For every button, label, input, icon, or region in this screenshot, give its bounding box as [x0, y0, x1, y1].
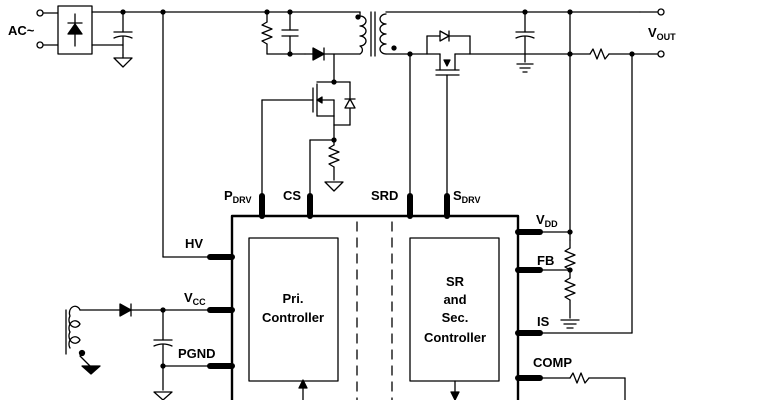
- pin-label-fb: FB: [537, 253, 554, 268]
- pin-label-cs: CS: [283, 188, 301, 203]
- junction-dot: [120, 9, 126, 15]
- junction-dot: [287, 51, 293, 57]
- secondary-block-line1: SR: [446, 274, 465, 289]
- transformer-dot-primary: [355, 14, 361, 20]
- ac-terminal-bottom: [36, 41, 44, 49]
- junction-dot: [264, 9, 270, 15]
- vout-terminal-bottom: [657, 50, 665, 58]
- auxiliary-winding: [65, 303, 211, 375]
- output-capacitor: [515, 11, 535, 73]
- isolation-barrier: [356, 221, 393, 400]
- junction-dot: [160, 307, 166, 313]
- internal-arrows: [298, 379, 460, 400]
- ic-pins: [207, 193, 543, 381]
- primary-controller-block: [248, 237, 339, 382]
- ac-input-terminals: [39, 12, 59, 46]
- secondary-block-line2: and: [443, 292, 466, 307]
- feedback-divider: [539, 11, 580, 329]
- junction-dot: [160, 9, 166, 15]
- pin-label-vcc: VCC: [184, 290, 206, 307]
- hv-connection-wire: [162, 11, 211, 258]
- secondary-rectifier-mosfet: [385, 11, 641, 197]
- bridge-rectifier: [57, 5, 93, 55]
- ac-input-label: AC~: [8, 23, 35, 38]
- controller-ic: [230, 214, 520, 400]
- bulk-capacitor: [91, 11, 133, 56]
- primary-block-line1: Pri.: [283, 291, 304, 306]
- junction-dot: [567, 229, 573, 235]
- vout-terminal-top: [657, 8, 665, 16]
- primary-block-line2: Controller: [262, 310, 324, 325]
- pin-label-is: IS: [537, 314, 550, 329]
- comp-network: [539, 372, 626, 400]
- junction-dot: [407, 51, 413, 57]
- secondary-block-line3: Sec.: [442, 310, 469, 325]
- current-sense-resistor: [309, 124, 344, 197]
- pin-label-comp: COMP: [533, 355, 572, 370]
- pin-label-pgnd: PGND: [178, 346, 216, 361]
- junction-dot: [629, 51, 635, 57]
- pin-label-vdd: VDD: [536, 212, 558, 229]
- pin-label-pdrv: PDRV: [224, 188, 252, 205]
- primary-mosfet: [261, 53, 356, 197]
- ground-symbol-bulk: [113, 54, 133, 68]
- aux-winding-dot: [78, 349, 86, 357]
- secondary-block-line4: Controller: [424, 330, 486, 345]
- snubber-network: [261, 11, 361, 61]
- junction-dot: [567, 267, 573, 273]
- junction-dot: [522, 9, 528, 15]
- flyback-transformer: [359, 11, 387, 57]
- ac-terminal-top: [36, 9, 44, 17]
- transformer-dot-secondary: [391, 45, 397, 51]
- junction-dot: [287, 9, 293, 15]
- output-current-sense: [539, 11, 659, 334]
- pin-label-sdrv: SDRV: [453, 188, 481, 205]
- pin-label-srd: SRD: [371, 188, 398, 203]
- junction-dot: [331, 79, 337, 85]
- pin-label-hv: HV: [185, 236, 203, 251]
- vout-label: VOUT: [648, 25, 676, 42]
- vcc-capacitor: [153, 309, 173, 400]
